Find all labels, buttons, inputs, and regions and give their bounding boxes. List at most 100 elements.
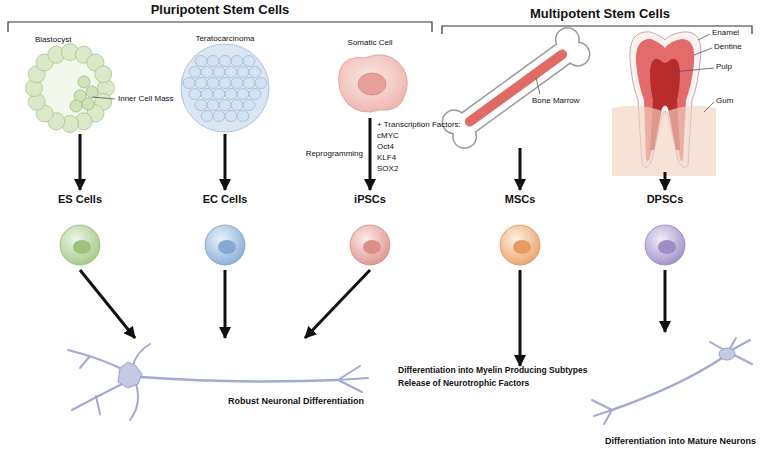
outcome-label: Differentiation into Mature Neurons bbox=[605, 436, 756, 446]
cell-shape bbox=[237, 89, 249, 100]
arrow bbox=[519, 148, 522, 190]
part-label: Gum bbox=[716, 96, 733, 105]
cell-shape bbox=[243, 100, 255, 111]
part-label: Teratocarcinoma bbox=[195, 34, 254, 43]
cell-shape bbox=[225, 67, 237, 78]
cell-shape bbox=[249, 89, 261, 100]
somatic-cell bbox=[339, 55, 408, 112]
cell-shape bbox=[207, 100, 219, 111]
outcome-label: Release of Neurotrophic Factors bbox=[398, 379, 529, 389]
cell-shape bbox=[255, 78, 267, 89]
cell-shape bbox=[225, 111, 237, 122]
part-label: Enamel bbox=[712, 28, 739, 37]
part-label: Somatic Cell bbox=[348, 38, 393, 47]
stem-cell-node: ES Cells bbox=[45, 190, 115, 270]
cell-shape bbox=[243, 78, 255, 89]
part-label: Pulp bbox=[716, 62, 732, 71]
leader-line bbox=[536, 78, 540, 94]
edge-label: Reprogramming bbox=[306, 149, 363, 158]
stem-cell-node: EC Cells bbox=[190, 190, 260, 270]
factor-label: KLF4 bbox=[377, 153, 396, 162]
cell-shape bbox=[249, 67, 261, 78]
arrow bbox=[80, 270, 135, 338]
stem-cell-node: iPSCs bbox=[335, 190, 405, 270]
cell-shape bbox=[201, 89, 213, 100]
arrow bbox=[664, 172, 667, 190]
factor-label: + Transcription Factors: bbox=[377, 120, 461, 129]
cell-shape bbox=[231, 100, 243, 111]
cell-shape bbox=[207, 78, 219, 89]
outcome-label: Differentiation into Myelin Producing Su… bbox=[398, 366, 587, 376]
group-heading: Multipotent Stem Cells bbox=[530, 7, 670, 22]
arrow bbox=[519, 270, 522, 366]
factor-label: cMYC bbox=[377, 131, 399, 140]
cell-shape bbox=[70, 100, 82, 112]
cell-shape bbox=[195, 100, 207, 111]
cell-shape bbox=[219, 56, 231, 67]
neuron-soma bbox=[719, 348, 735, 360]
cell-shape bbox=[231, 78, 243, 89]
cell-shape bbox=[189, 89, 201, 100]
cell-shape bbox=[195, 56, 207, 67]
source-illustration: Somatic Cell bbox=[325, 36, 420, 118]
bracket bbox=[442, 26, 752, 34]
cell-shape bbox=[219, 78, 231, 89]
source-illustration: EnamelDentinePulpGum bbox=[612, 26, 757, 172]
cell-shape bbox=[195, 78, 207, 89]
cell-shape bbox=[189, 67, 201, 78]
bone bbox=[439, 24, 594, 152]
cell-shape bbox=[183, 78, 195, 89]
leader-line bbox=[92, 97, 115, 99]
factor-label: Oct4 bbox=[377, 142, 394, 151]
source-illustration: Teratocarcinoma bbox=[178, 32, 274, 134]
outcome-node: Robust Neuronal Differentiation bbox=[50, 338, 385, 438]
outcome-node: Differentiation into Myelin Producing Su… bbox=[398, 366, 623, 396]
cell-shape bbox=[243, 56, 255, 67]
cell-shape bbox=[231, 56, 243, 67]
cell-name: ES Cells bbox=[58, 193, 102, 206]
cell-shape bbox=[207, 56, 219, 67]
cell-shape bbox=[225, 89, 237, 100]
cell-shape bbox=[201, 111, 213, 122]
source-illustration: Bone Marrow bbox=[436, 30, 596, 148]
cell-shape bbox=[82, 98, 94, 110]
neuron bbox=[68, 344, 368, 420]
source-illustration: BlastocystInner Cell Mass bbox=[26, 34, 176, 134]
arrow bbox=[305, 270, 370, 338]
stem-cell-node: MSCs bbox=[485, 190, 555, 270]
cell-shape bbox=[95, 66, 112, 83]
arrow bbox=[369, 118, 372, 190]
outcome-node: Differentiation into Mature Neurons bbox=[570, 332, 758, 450]
part-label: Inner Cell Mass bbox=[118, 94, 174, 103]
arrow bbox=[224, 270, 227, 338]
bracket bbox=[8, 22, 432, 32]
arrow bbox=[224, 134, 227, 190]
nucleus bbox=[358, 73, 386, 95]
part-label: Bone Marrow bbox=[532, 96, 580, 105]
cell-shape bbox=[181, 44, 269, 132]
part-label: Dentine bbox=[714, 42, 742, 51]
cell-shape bbox=[86, 86, 98, 98]
stem-cell bbox=[60, 225, 685, 265]
part-label: Blastocyst bbox=[35, 35, 71, 44]
cell-shape bbox=[213, 89, 225, 100]
cell-name: iPSCs bbox=[354, 193, 386, 206]
stem-cell-node: DPSCs bbox=[630, 190, 700, 270]
cell-name: DPSCs bbox=[647, 193, 684, 206]
cell-shape bbox=[237, 111, 249, 122]
cell-shape bbox=[78, 76, 90, 88]
cell-shape bbox=[213, 111, 225, 122]
cell-shape bbox=[237, 67, 249, 78]
leader-line bbox=[672, 34, 714, 112]
cell-shape bbox=[213, 67, 225, 78]
cell-shape bbox=[201, 67, 213, 78]
group-heading: Pluripotent Stem Cells bbox=[151, 3, 290, 18]
cell-shape bbox=[219, 100, 231, 111]
arrow bbox=[664, 270, 667, 332]
cell-texture bbox=[26, 44, 270, 133]
outcome-label: Robust Neuronal Differentiation bbox=[228, 396, 364, 406]
neuron bbox=[592, 338, 752, 424]
neuron-soma bbox=[118, 362, 142, 388]
